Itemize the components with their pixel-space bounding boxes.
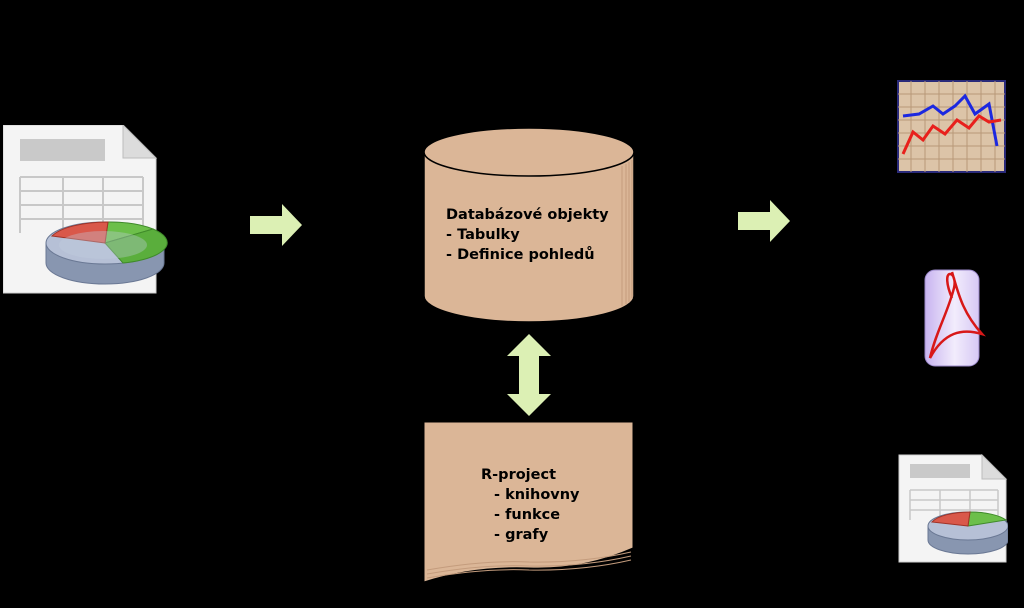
input-arrow-icon	[250, 204, 302, 246]
database-item-tables: - Tabulky	[446, 227, 520, 243]
rproject-item-libraries: - knihovny	[494, 487, 580, 503]
line-chart-icon	[897, 80, 1006, 173]
database-cylinder	[423, 127, 635, 323]
rproject-box	[423, 421, 634, 583]
input-spreadsheet-icon	[3, 125, 168, 294]
rproject-item-functions: - funkce	[494, 507, 561, 523]
rproject-title: R-project	[481, 467, 557, 483]
database-title: Databázové objekty	[446, 207, 609, 223]
rproject-item-graphs: - grafy	[494, 527, 549, 543]
output-arrow-icon	[738, 200, 790, 242]
output-spreadsheet-icon	[898, 454, 1008, 563]
pdf-icon	[924, 269, 986, 367]
database-item-views: - Definice pohledů	[446, 247, 595, 263]
double-arrow-icon	[507, 334, 551, 416]
